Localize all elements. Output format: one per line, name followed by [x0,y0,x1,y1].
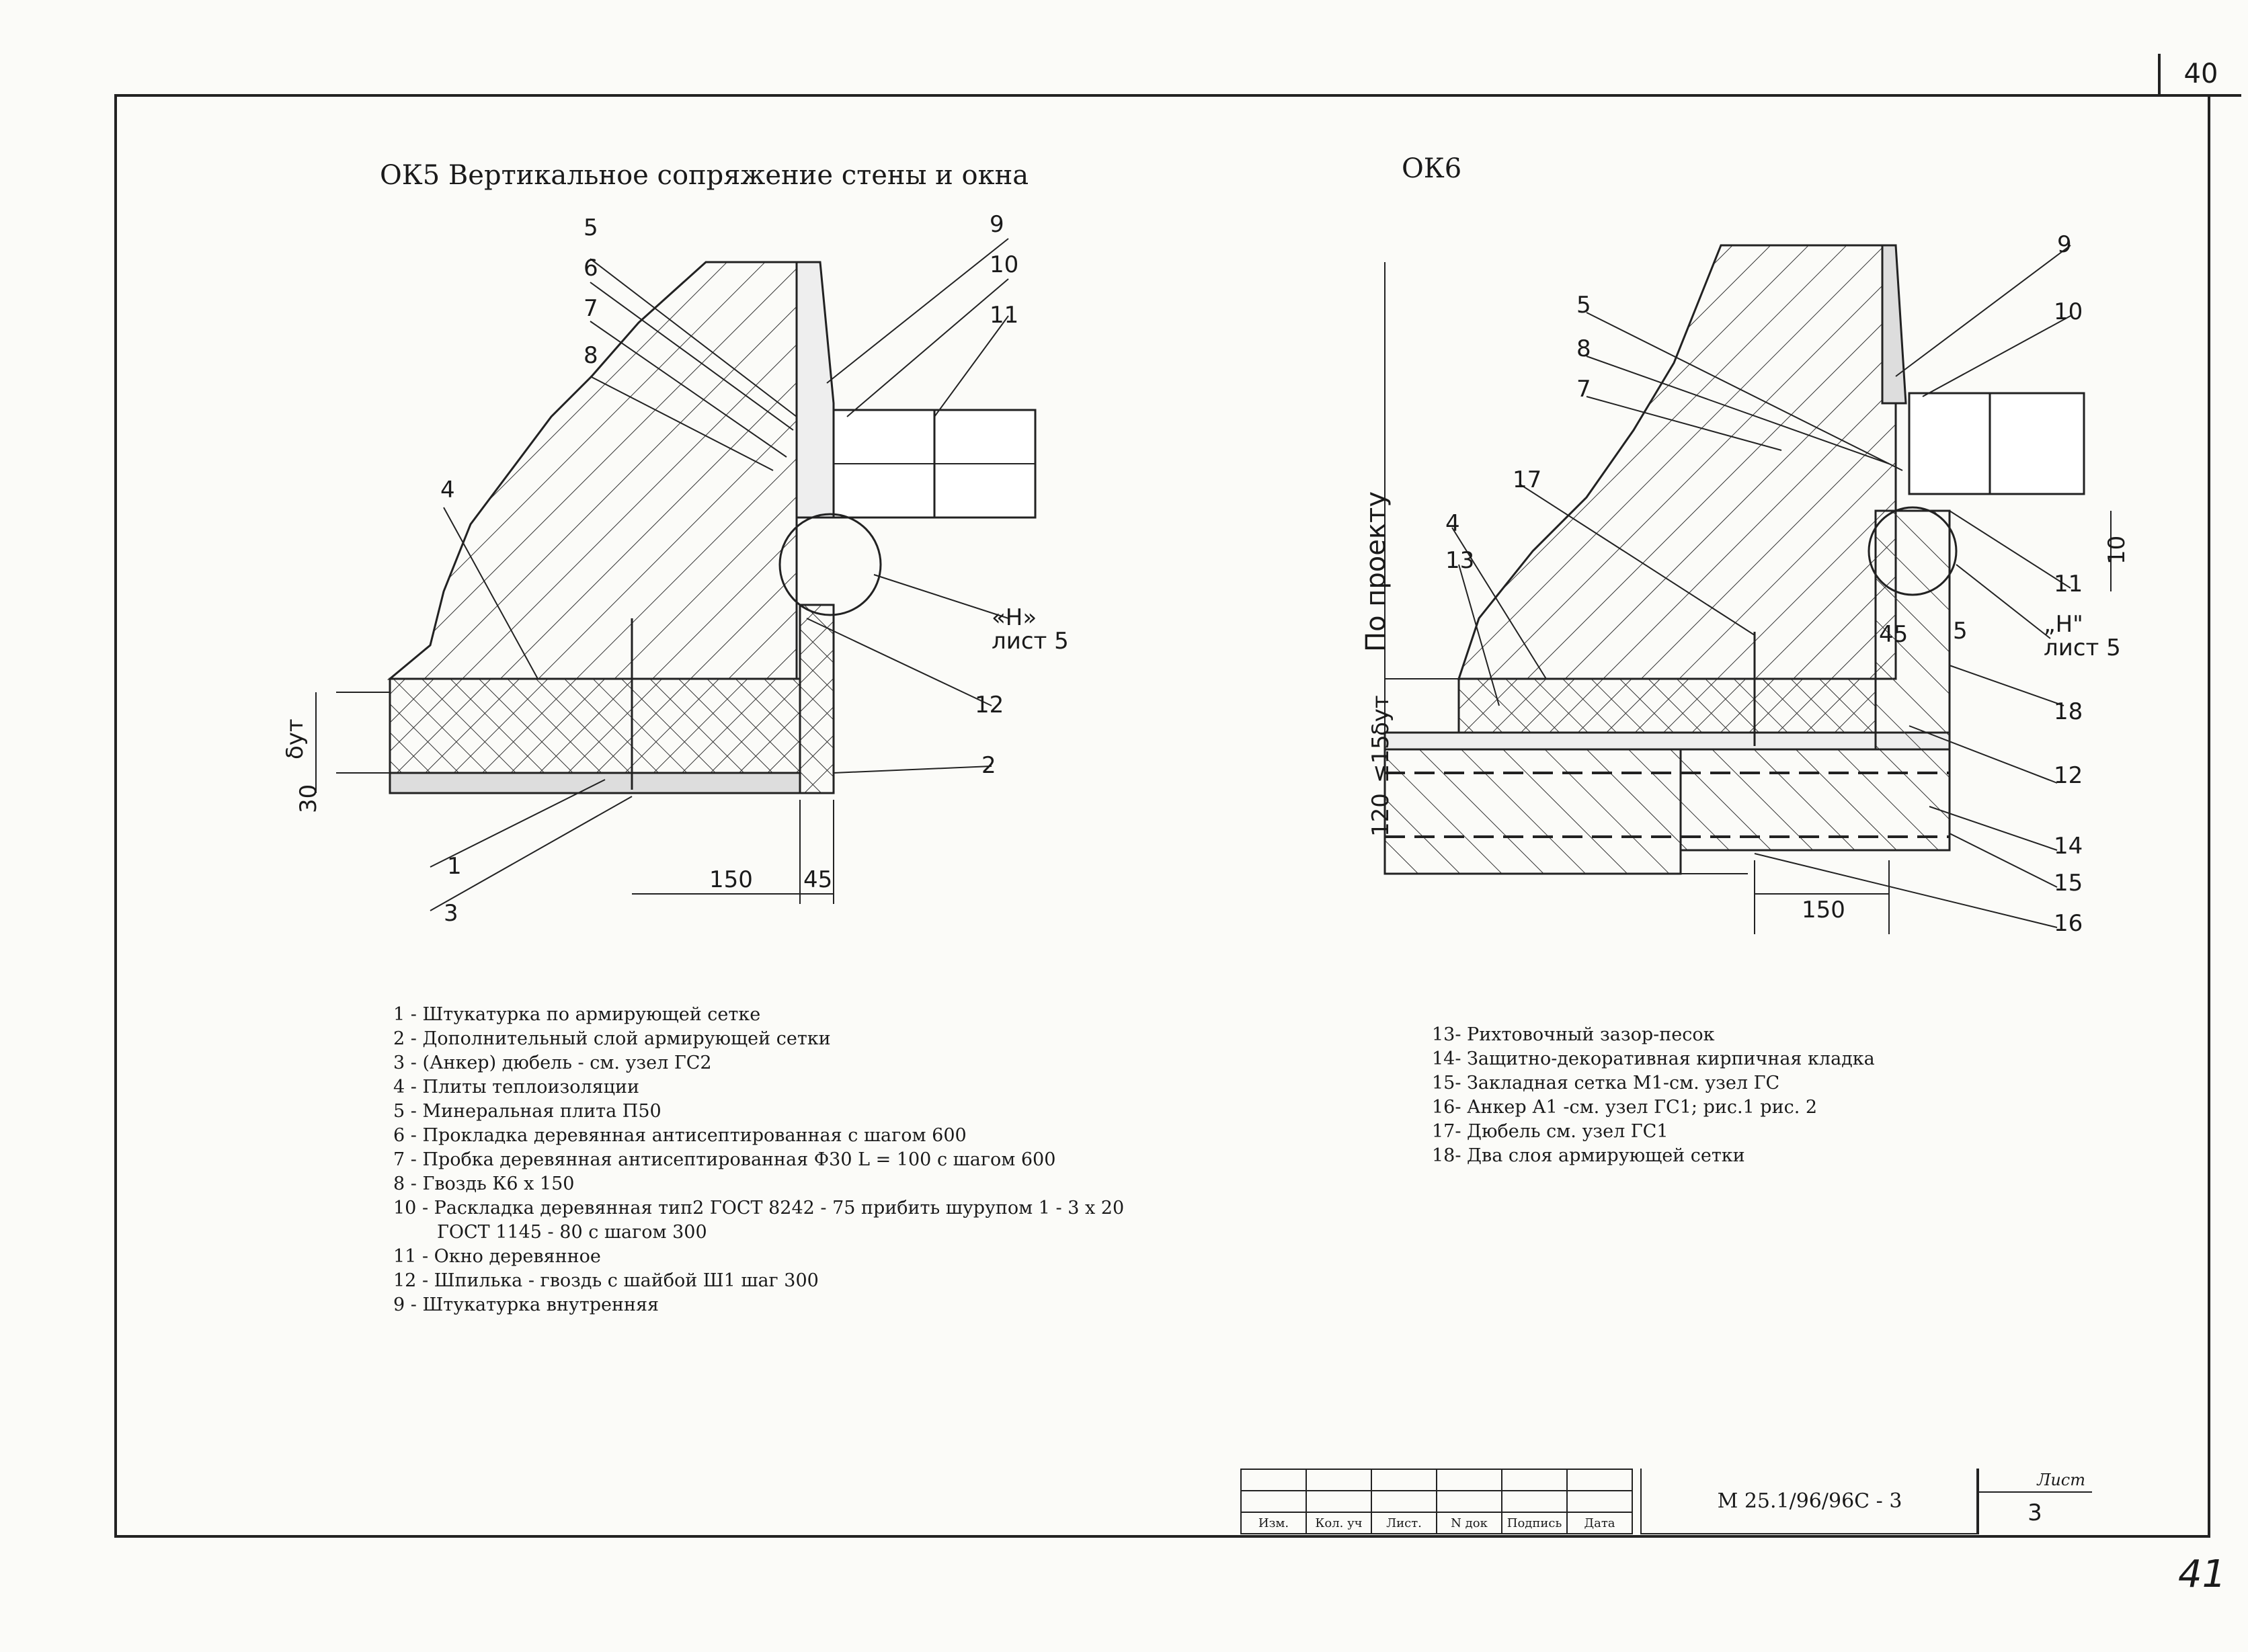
ok5-dim-150: 150 [709,866,753,893]
legend-item: 11 - Окно деревянное [393,1246,601,1267]
ok5-plaster-layer [389,772,801,794]
legend-item: 8 - Гвоздь К6 х 150 [393,1173,575,1194]
legend-item: 3 - (Анкер) дюбель - см. узел ГС2 [393,1052,712,1073]
ok5-callout-11: 11 [990,302,1018,329]
ok5-callout-2: 2 [981,752,996,779]
legend-item: 12 - Шпилька - гвоздь с шайбой Ш1 шаг 30… [393,1270,819,1291]
ok6-plaster-inner [1881,244,1907,405]
ok6-detail-circle [1868,506,1958,596]
header-kol-uch: Кол. уч [1306,1512,1372,1534]
ok6-callout-18: 18 [2054,698,2083,725]
header-n-dok: N док [1436,1512,1502,1534]
legend-ok6: 13- Рихтовочный зазор-песок 14- Защитно-… [1432,1023,1875,1168]
drawing-frame [114,94,2210,1538]
ok5-callout-10: 10 [990,251,1018,278]
header-list: Лист. [1371,1512,1437,1534]
ok5-callout-3: 3 [444,900,458,927]
header-data: Дата [1566,1512,1633,1534]
sheet-value: 3 [2028,1499,2042,1526]
ok6-callout-5: 5 [1576,292,1591,319]
ok6-callout-13: 13 [1445,547,1474,574]
ok5-plaster-inner [795,261,835,519]
title-block: Изм. Кол. уч Лист. N док Подпись Дата М … [1240,1469,2205,1536]
ok6-dim-10: 10 [2103,536,2130,565]
legend-item: 2 - Дополнительный слой армирующей сетки [393,1028,831,1049]
ok6-callout-9: 9 [2057,231,2072,258]
legend-item: 6 - Прокладка деревянная антисептированн… [393,1125,967,1146]
sheet-label: Лист [1978,1469,2092,1493]
ok5-ref-mark: «Н» [992,604,1037,631]
ok5-callout-8: 8 [584,342,598,369]
ok5-callout-1: 1 [447,853,462,880]
ok5-callout-5: 5 [584,214,598,241]
ok6-ref-sheet: лист 5 [2044,634,2121,661]
revision-table: Изм. Кол. уч Лист. N док Подпись Дата [1240,1469,1633,1534]
ok6-dim-thickness: δут [1367,695,1394,736]
ok6-callout-4: 4 [1445,510,1460,537]
ok6-callout-8: 8 [1576,335,1591,362]
ok6-wall [1457,244,1897,680]
ok6-callout-16: 16 [2054,910,2083,937]
ok5-dim-45: 45 [803,866,832,893]
ok5-wall [387,261,798,680]
legend-item: 1 - Штукатурка по армирующей сетке [393,1004,761,1025]
ok5-side-insulation [799,604,835,794]
legend-item: 18- Два слоя армирующей сетки [1432,1145,1745,1166]
ok6-insulation [1457,677,1877,734]
ok5-callout-6: 6 [584,255,598,282]
legend-item: ГОСТ 1145 - 80 с шагом 300 [437,1222,707,1243]
legend-item: 9 - Штукатурка внутренняя [393,1294,659,1315]
legend-item: 4 - Плиты теплоизоляции [393,1077,640,1098]
ok5-dim-thickness: δут [282,718,309,759]
ok6-callout-12: 12 [2054,762,2083,789]
ok5-detail-circle [778,513,882,616]
ok5-callout-12: 12 [975,692,1004,718]
ok5-insulation [389,677,801,774]
ok5-callout-9: 9 [990,211,1004,238]
legend-ok5: 1 - Штукатурка по армирующей сетке 2 - Д… [393,1003,1124,1317]
legend-item: 17- Дюбель см. узел ГС1 [1432,1121,1669,1142]
legend-item: 14- Защитно-декоративная кирпичная кладк… [1432,1048,1875,1069]
ok6-gap [1383,731,1951,751]
ok6-brick-left [1383,748,1682,875]
legend-item: 13- Рихтовочный зазор-песок [1432,1024,1715,1045]
ok5-callout-4: 4 [440,477,455,503]
ok6-vertical-label: По проекту [1361,491,1392,652]
ok6-dim-45: 45 [1879,621,1908,648]
legend-item: 15- Закладная сетка М1-см. узел ГС [1432,1073,1780,1093]
ok6-callout-10: 10 [2054,298,2083,325]
handwritten-page-number: 41 [2178,1553,2226,1596]
ok5-title: ОК5 Вертикальное сопряжение стены и окна [380,160,1029,191]
ok6-detail: 9 5 10 8 7 17 4 13 11 18 12 14 15 16 „Н"… [1361,231,2130,937]
ok6-dim-5: 5 [1953,618,1968,645]
legend-item: 10 - Раскладка деревянная тип2 ГОСТ 8242… [393,1198,1125,1219]
ok6-title: ОК6 [1402,153,1462,184]
ok6-ref-mark: „Н" [2044,611,2083,638]
ok6-window-frame [1908,392,2085,495]
legend-item: 16- Анкер А1 -см. узел ГС1; рис.1 рис. 2 [1432,1097,1818,1118]
ok6-callout-17: 17 [1513,466,1541,493]
ok6-callout-7: 7 [1576,376,1591,403]
ok6-dim-le15: ≤15 [1367,735,1394,783]
sheet-box: Лист 3 [1976,1469,2092,1533]
ok5-callout-7: 7 [584,295,598,322]
ok6-callout-15: 15 [2054,870,2083,897]
legend-item: 7 - Пробка деревянная антисептированная … [393,1149,1056,1170]
ok6-callout-14: 14 [2054,833,2083,860]
document-code: М 25.1/96/96С - 3 [1640,1469,1979,1534]
ok6-dim-120: 120 [1367,793,1394,837]
ok6-callout-11: 11 [2054,571,2083,597]
ok6-brick-right [1679,748,1951,852]
ok5-detail: 5 6 7 8 9 10 11 4 12 2 1 3 «Н» лист 5 δу… [282,211,1069,927]
legend-item: 5 - Минеральная плита П50 [393,1101,661,1122]
ok5-dim-30: 30 [295,784,322,813]
ok6-dim-150: 150 [1802,897,1845,923]
ok5-ref-sheet: лист 5 [992,628,1069,655]
header-izm: Изм. [1240,1512,1307,1534]
ok6-side-wall [1874,509,1951,751]
header-podpis: Подпись [1501,1512,1568,1534]
